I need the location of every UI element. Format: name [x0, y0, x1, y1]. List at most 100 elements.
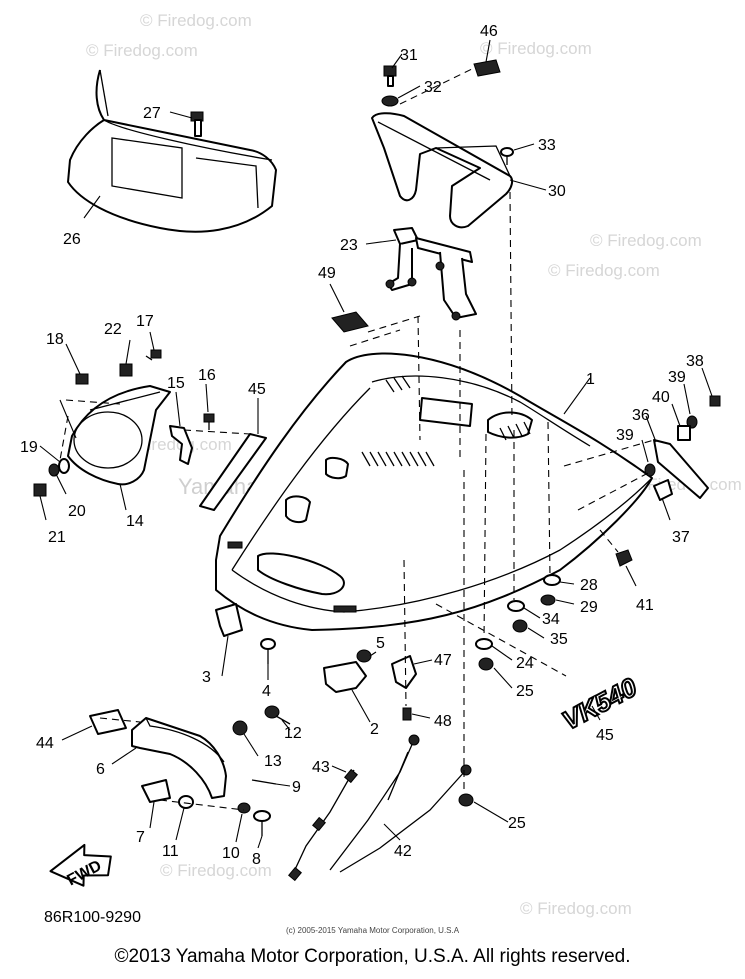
part-44-decal: [89, 709, 127, 735]
part-4-bolt: [260, 638, 276, 664]
part-label-14: 14: [126, 513, 144, 530]
part-label-9: 9: [292, 779, 301, 796]
part-label-8: 8: [252, 851, 261, 868]
part-label-31: 31: [400, 47, 418, 64]
part-41-nut: [615, 549, 633, 567]
part-label-33: 33: [538, 137, 556, 154]
part-10-washer: [237, 802, 251, 814]
assembly-lines: [59, 67, 655, 811]
part-48-bolt: [402, 707, 412, 721]
part-17-bolt: [145, 349, 162, 361]
part-label-2: 2: [370, 721, 379, 738]
watermark-text: © Firedog.com: [548, 261, 660, 280]
model-decal-text: VK540: [557, 672, 642, 736]
part-label-49: 49: [318, 265, 336, 282]
small-copyright: (c) 2005-2015 Yamaha Motor Corporation, …: [285, 926, 460, 935]
footer-copyright: ©2013 Yamaha Motor Corporation, U.S.A. A…: [114, 946, 631, 967]
part-14-headlight-housing: [67, 385, 171, 486]
part-20-washer: [48, 463, 60, 477]
part-label-30: 30: [548, 183, 566, 200]
part-label-25-lower: 25: [508, 815, 526, 832]
part-label-23: 23: [340, 237, 358, 254]
watermark-text: © Firedog.com: [520, 899, 632, 918]
part-label-39-upper: 39: [668, 369, 686, 386]
watermark-text: © Firedog.com: [140, 11, 252, 30]
part-18-bolt: [75, 373, 89, 385]
part-2-bracket: [323, 661, 367, 693]
part-46-decal: [473, 59, 501, 77]
part-1-shroud: [215, 352, 653, 631]
part-label-18: 18: [46, 331, 64, 348]
part-label-42: 42: [394, 843, 412, 860]
part-label-47: 47: [434, 652, 452, 669]
diagram-code: 86R100-9290: [44, 909, 141, 926]
part-label-41: 41: [636, 597, 654, 614]
part-label-10: 10: [222, 845, 240, 862]
part-label-11: 11: [162, 843, 179, 860]
part-labels: 26 27 31 32 46 33 30 23 49 1 22 17 18 15…: [20, 23, 704, 868]
part-39-collar: [644, 415, 698, 477]
part-3-bracket: [215, 603, 243, 637]
watermark-text: © Firedog.com: [480, 39, 592, 58]
part-12-rivet: [264, 705, 291, 725]
part-label-5: 5: [376, 635, 385, 652]
part-label-15: 15: [167, 375, 185, 392]
fwd-arrow-icon: FWD: [49, 843, 112, 889]
part-40-damper: [677, 425, 691, 441]
part-label-19: 19: [20, 439, 38, 456]
part-label-4: 4: [262, 683, 271, 700]
watermark-text: © Firedog.com: [160, 861, 272, 880]
part-label-45-upper: 45: [248, 381, 266, 398]
part-label-3: 3: [202, 669, 211, 686]
part-label-24: 24: [516, 655, 534, 672]
part-37-grommet: [653, 479, 673, 501]
part-label-45-lower: 45: [596, 727, 614, 744]
part-30-windshield-bracket: [371, 112, 514, 229]
part-7-bracket: [141, 779, 171, 803]
part-42-cable: [329, 734, 472, 873]
part-label-37: 37: [672, 529, 690, 546]
part-33-screw: [500, 147, 514, 165]
part-49-pad: [331, 311, 369, 333]
part-label-1: 1: [586, 371, 595, 388]
part-38-bolt: [709, 395, 721, 407]
part-45-model-decal: VK540: [556, 671, 643, 737]
part-label-26: 26: [63, 231, 81, 248]
part-label-34: 34: [542, 611, 560, 628]
part-label-38: 38: [686, 353, 704, 370]
part-36-arm: [653, 439, 709, 499]
leader-lines: [39, 39, 713, 849]
part-label-32: 32: [424, 79, 442, 96]
part-13-nut: [232, 720, 248, 736]
part-19-washer: [58, 458, 70, 474]
watermark-text: © Firedog.com: [86, 41, 198, 60]
part-label-39-lower: 39: [616, 427, 634, 444]
part-label-22: 22: [104, 321, 122, 338]
watermark-text: © Firedog.com: [590, 231, 702, 250]
shroud-vents: [227, 375, 531, 613]
part-label-29: 29: [580, 599, 598, 616]
part-label-40: 40: [652, 389, 670, 406]
part-27-screw: [190, 111, 204, 137]
part-label-21: 21: [48, 529, 66, 546]
part-32-washer: [381, 95, 399, 107]
part-43-cable: [288, 768, 358, 882]
part-label-28: 28: [580, 577, 598, 594]
part-label-36: 36: [632, 407, 650, 424]
part-label-43: 43: [312, 759, 330, 776]
part-8-screw: [253, 810, 271, 836]
part-label-20: 20: [68, 503, 86, 520]
part-6-bumper: [131, 717, 227, 799]
part-label-12: 12: [284, 725, 302, 742]
small-grommets: [458, 574, 561, 807]
part-11-washer: [178, 795, 194, 809]
part-22-clip: [119, 363, 133, 377]
part-47-clamp: [391, 655, 417, 689]
part-31-bolt: [383, 65, 397, 87]
part-16-bolt: [203, 413, 215, 430]
part-label-7: 7: [136, 829, 145, 846]
part-label-46: 46: [480, 23, 498, 40]
part-label-25-upper: 25: [516, 683, 534, 700]
part-45-decal-sheet: [199, 433, 267, 511]
